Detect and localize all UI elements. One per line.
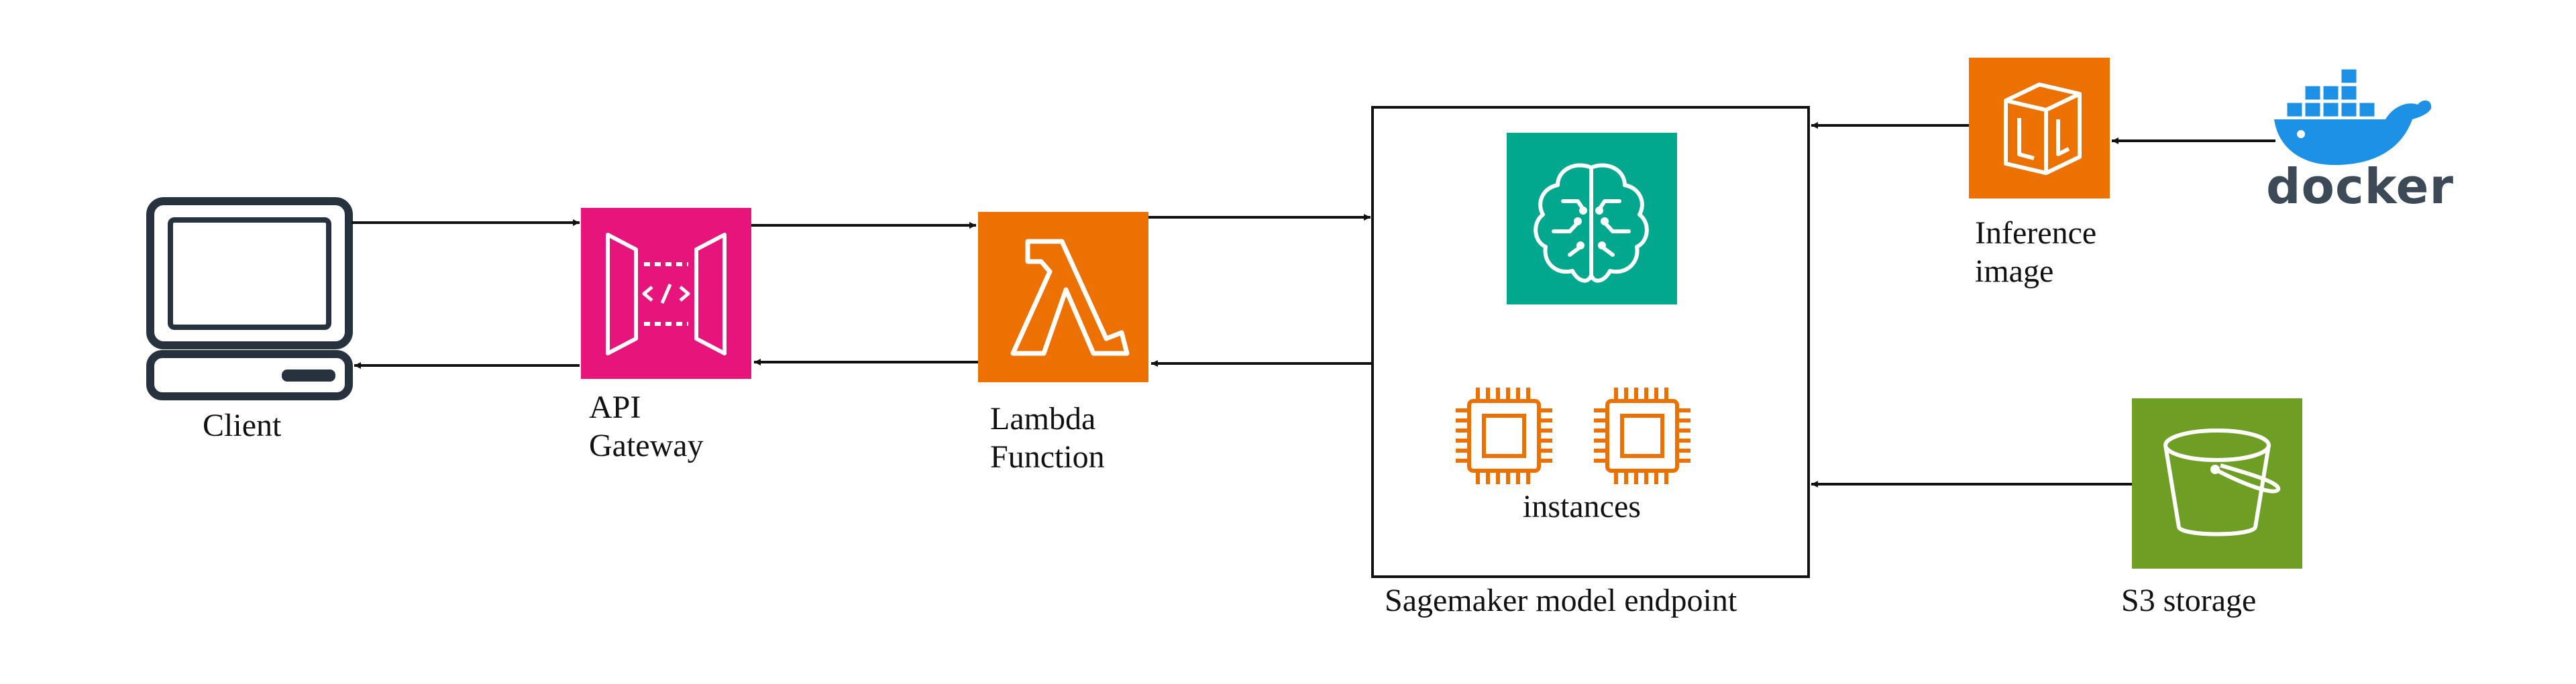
- api-gateway-icon: [581, 208, 751, 379]
- sagemaker-brain-icon: [1507, 133, 1677, 304]
- lambda-icon: [978, 212, 1148, 382]
- lambda-label: Lambda Function: [990, 401, 1105, 475]
- s3-bucket-icon: [2132, 398, 2302, 569]
- instance-chip-icon: [1456, 388, 1552, 484]
- docker-wordmark: docker: [2266, 158, 2454, 215]
- docker-logo-icon: [2274, 67, 2432, 165]
- instance-chip-icon: [1594, 388, 1690, 484]
- s3-storage-label: S3 storage: [2121, 583, 2257, 618]
- inference-image-icon: [1969, 58, 2110, 198]
- connector-arrows: [352, 122, 2275, 488]
- api-gateway-label: API Gateway: [589, 390, 704, 463]
- client-label: Client: [203, 408, 282, 443]
- instances-label: instances: [1523, 489, 1641, 524]
- inference-image-label: Inference image: [1975, 215, 2097, 289]
- laptop-icon: [146, 197, 353, 400]
- sagemaker-endpoint-label: Sagemaker model endpoint: [1385, 583, 1737, 618]
